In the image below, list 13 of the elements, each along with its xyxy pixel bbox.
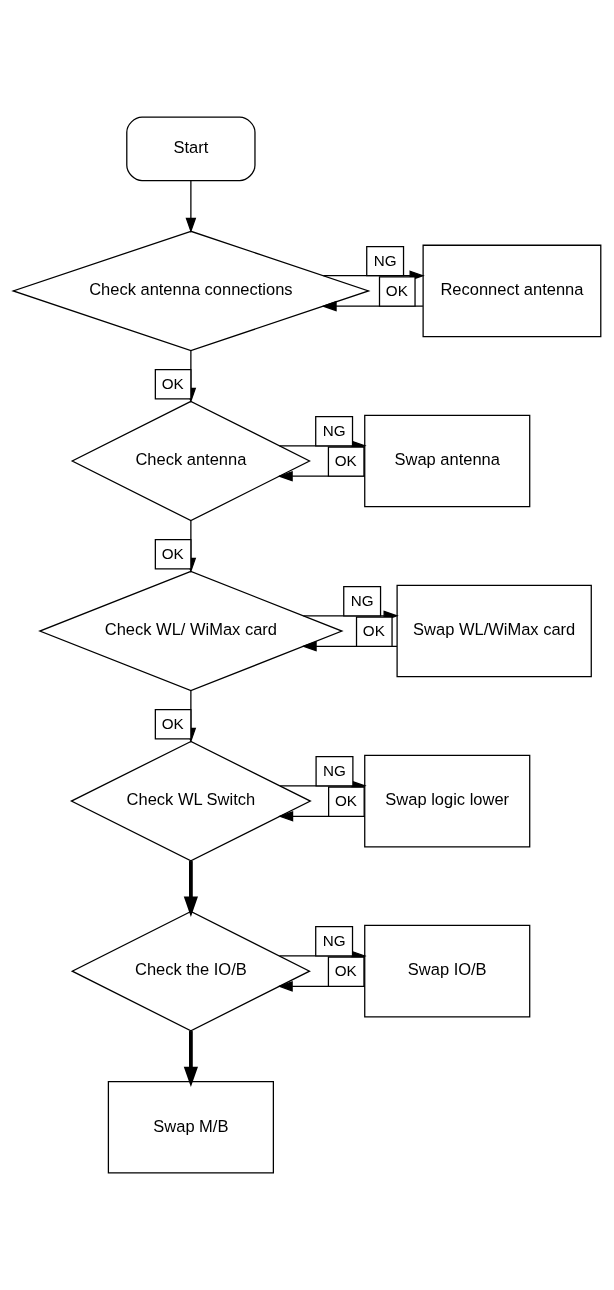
edge-label: OK — [161, 714, 184, 732]
edge-label: OK — [334, 452, 357, 470]
edge-label: NG — [350, 591, 374, 609]
edge-label: NG — [322, 931, 346, 949]
edge-label: OK — [334, 962, 357, 980]
edge-label: NG — [322, 421, 346, 439]
edge-label: NG — [323, 761, 346, 779]
edge-label: NG — [373, 251, 397, 269]
edge-label: OK — [161, 544, 184, 562]
edge-label: OK — [161, 374, 184, 392]
edge-label: OK — [362, 622, 385, 640]
edge-label: OK — [334, 792, 357, 810]
edge-label: OK — [385, 282, 408, 300]
